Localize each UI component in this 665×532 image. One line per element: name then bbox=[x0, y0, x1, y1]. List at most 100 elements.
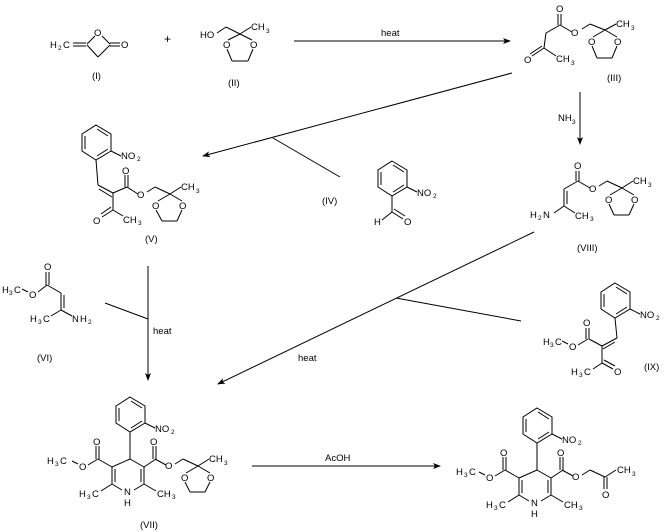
condition-step2: NH bbox=[558, 113, 572, 124]
atom-h: H bbox=[543, 337, 550, 348]
atom-sub: 2 bbox=[137, 156, 141, 163]
compound-iii-structure: O O CH 3 O O CH 3 O bbox=[524, 4, 635, 67]
compound-i-structure: H 2 C O O bbox=[50, 28, 128, 58]
atom-sub: 3 bbox=[590, 216, 594, 223]
atom-ch: CH bbox=[564, 500, 578, 511]
atom-o: O bbox=[583, 318, 590, 329]
atom-sub: 2 bbox=[88, 319, 92, 326]
compound-ix-structure: NO 2 O O H 3 C H 3 C O bbox=[543, 282, 660, 379]
atom-no: NO bbox=[562, 435, 576, 446]
atom-o: O bbox=[93, 437, 100, 448]
condition-step3: heat bbox=[153, 326, 172, 337]
atom-o: O bbox=[122, 166, 129, 177]
atom-c: C bbox=[43, 314, 50, 325]
atom-sub: 3 bbox=[9, 290, 13, 297]
atom-h: H bbox=[530, 210, 537, 221]
atom-sub: 3 bbox=[266, 28, 270, 35]
atom-o: O bbox=[150, 437, 157, 448]
compound-label-ii: (II) bbox=[228, 78, 240, 89]
atom-c: C bbox=[60, 456, 67, 467]
atom-no: NO bbox=[640, 310, 654, 321]
compound-vii-structure: NO 2 N H H 3 C CH 3 O O H 3 C O O bbox=[47, 396, 228, 509]
atom-n: N bbox=[72, 314, 79, 325]
atom-sub: 3 bbox=[550, 342, 554, 349]
atom-h: H bbox=[80, 314, 87, 325]
atom-sub: 3 bbox=[464, 472, 468, 479]
atom-c: C bbox=[14, 285, 21, 296]
compound-label-vi: (VI) bbox=[37, 353, 52, 364]
compound-iv-structure: NO 2 H O bbox=[374, 160, 437, 228]
atom-o: O bbox=[404, 217, 411, 228]
compound-label-ix: (IX) bbox=[644, 362, 659, 373]
atom-o: O bbox=[571, 28, 578, 39]
atom-h: H bbox=[2, 285, 9, 296]
atom-sub: 2 bbox=[538, 215, 542, 222]
atom-o: O bbox=[589, 184, 596, 195]
atom-no: NO bbox=[417, 188, 431, 199]
condition-step1: heat bbox=[381, 28, 400, 39]
atom-o: O bbox=[137, 190, 144, 201]
atom-ch: CH bbox=[575, 211, 589, 222]
atom-ch: CH bbox=[617, 465, 631, 476]
atom-o: O bbox=[165, 461, 172, 472]
atom-h: H bbox=[47, 456, 54, 467]
condition-step4: heat bbox=[298, 353, 317, 364]
compound-label-v: (V) bbox=[145, 234, 158, 245]
atom-o: O bbox=[614, 367, 621, 378]
compound-vi-structure: O O H 3 C H 3 C N H 2 bbox=[2, 262, 92, 326]
atom-sub: 3 bbox=[138, 220, 142, 227]
atom-c: C bbox=[584, 367, 591, 378]
compound-v-structure: NO 2 O O CH 3 O O CH 3 O bbox=[81, 124, 200, 227]
atom-o: O bbox=[29, 290, 36, 301]
atom-ch: CH bbox=[181, 182, 195, 193]
atom-n: N bbox=[543, 210, 550, 221]
atom-o: O bbox=[44, 262, 51, 273]
atom-h: H bbox=[30, 314, 37, 325]
atom-ch: CH bbox=[633, 176, 647, 187]
atom-c: C bbox=[499, 500, 506, 511]
compound-label-i: (I) bbox=[92, 71, 101, 82]
atom-c: C bbox=[63, 40, 70, 51]
atom-sub: 3 bbox=[172, 494, 176, 501]
atom-o: O bbox=[588, 37, 595, 48]
atom-c: C bbox=[469, 467, 476, 478]
atom-h: H bbox=[374, 217, 381, 228]
atom-sub: 3 bbox=[579, 505, 583, 512]
arrow-step4-branch bbox=[395, 297, 522, 322]
atom-o: O bbox=[557, 448, 564, 459]
atom-sub: 2 bbox=[578, 440, 582, 447]
atom-sub: 2 bbox=[58, 45, 62, 52]
atom-o: O bbox=[179, 201, 186, 212]
atom-no: NO bbox=[155, 424, 169, 435]
atom-sub: 2 bbox=[433, 193, 437, 200]
arrow-step3-branch bbox=[272, 137, 341, 178]
atom-sub: 3 bbox=[632, 471, 636, 478]
atom-o: O bbox=[569, 342, 576, 353]
plus-sign: + bbox=[164, 32, 171, 46]
atom-sub: 3 bbox=[571, 60, 575, 67]
atom-ch: CH bbox=[123, 215, 137, 226]
atom-ho: HO bbox=[200, 30, 214, 41]
atom-o: O bbox=[605, 195, 612, 206]
atom-sub: 3 bbox=[196, 188, 200, 195]
atom-sub: 3 bbox=[648, 182, 652, 189]
atom-o: O bbox=[152, 201, 159, 212]
atom-o: O bbox=[631, 195, 638, 206]
atom-h: H bbox=[531, 509, 538, 520]
arrow-step3b-branch bbox=[104, 302, 149, 320]
atom-o: O bbox=[250, 40, 257, 51]
condition-step2-sub: 3 bbox=[572, 119, 576, 126]
atom-n: N bbox=[124, 487, 131, 498]
atom-o: O bbox=[572, 472, 579, 483]
atom-o: O bbox=[121, 40, 128, 51]
atom-h: H bbox=[486, 500, 493, 511]
atom-sub: 2 bbox=[656, 315, 660, 322]
atom-sub: 3 bbox=[87, 494, 91, 501]
atom-ch: CH bbox=[209, 454, 223, 465]
atom-h: H bbox=[124, 498, 131, 509]
atom-h: H bbox=[50, 40, 57, 51]
atom-o: O bbox=[207, 473, 214, 484]
compound-label-viii: (VIII) bbox=[577, 243, 598, 254]
atom-c: C bbox=[92, 489, 99, 500]
